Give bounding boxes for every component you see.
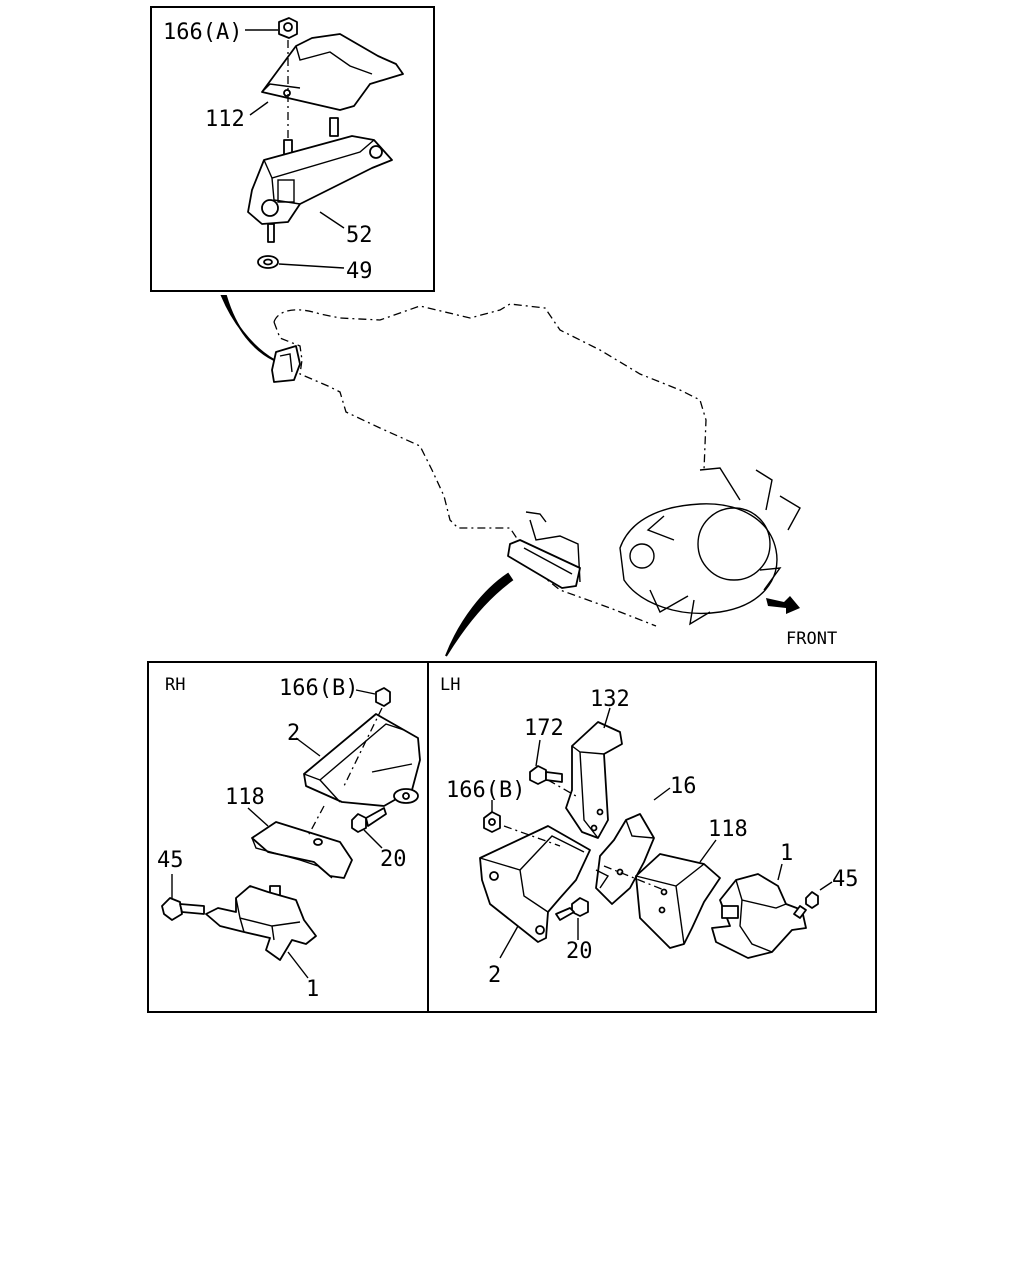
- top-inset-pointer-arc: [220, 295, 275, 361]
- callout-20-lh: 20: [566, 939, 593, 964]
- callout-52: 52: [346, 223, 373, 248]
- front-arrow-icon: [766, 596, 800, 614]
- callout-172: 172: [524, 716, 564, 741]
- callout-1-lh: 1: [780, 841, 793, 866]
- heat-shield-112-icon: [261, 33, 404, 111]
- bracket-2-lh-icon: [479, 825, 591, 943]
- callout-166a: 166(A): [163, 20, 242, 45]
- nut-166b-lh-icon: [483, 811, 501, 833]
- callout-118-rh: 118: [225, 785, 265, 810]
- engine-mount-52-icon: [247, 117, 393, 243]
- callout-2-lh: 2: [488, 963, 501, 988]
- lower-panels: RH 166(B) 2: [147, 661, 877, 1013]
- engine-outline: FRONT: [271, 303, 837, 649]
- lh-panel: LH 132 172 166: [440, 675, 859, 988]
- engine-mount-1-rh-icon: [205, 885, 317, 961]
- bolt-20-rh-icon: [351, 807, 387, 833]
- callout-2-rh: 2: [287, 721, 300, 746]
- rh-panel: RH 166(B) 2: [157, 675, 421, 1002]
- plate-16-icon: [595, 813, 655, 905]
- bolt-172-icon: [529, 765, 563, 785]
- callout-166b-rh: 166(B): [279, 676, 358, 701]
- front-label: FRONT: [786, 629, 837, 649]
- callout-49: 49: [346, 259, 373, 284]
- callout-45-rh: 45: [157, 848, 184, 873]
- lh-side-label: LH: [440, 675, 460, 695]
- heat-shield-118-rh-icon: [251, 821, 353, 879]
- engine-front-bracket-icon: [507, 511, 581, 589]
- cooling-fan-icon: [619, 467, 801, 626]
- callout-166b-lh: 166(B): [446, 778, 525, 803]
- callout-112: 112: [205, 107, 245, 132]
- lower-panel-pointer-arc: [445, 572, 514, 657]
- bolt-20-lh-icon: [555, 897, 589, 921]
- callout-16: 16: [670, 774, 697, 799]
- top-inset: 166(A) 112 52 4: [150, 6, 435, 292]
- callout-45-lh: 45: [832, 867, 859, 892]
- engine-mount-1-lh-icon: [711, 873, 807, 959]
- bolt-45-lh-icon: [793, 891, 819, 919]
- heat-shield-118-lh-icon: [635, 853, 721, 949]
- rh-side-label: RH: [165, 675, 185, 695]
- callout-118-lh: 118: [708, 817, 748, 842]
- lower-panels-frame: [147, 661, 877, 1013]
- bracket-2-rh-icon: [303, 713, 421, 807]
- bracket-132-icon: [565, 721, 623, 839]
- bolt-45-rh-icon: [161, 897, 205, 921]
- callout-132: 132: [590, 687, 630, 712]
- nut-166a-icon: [278, 17, 298, 39]
- top-inset-frame: [150, 6, 435, 292]
- nut-49-icon: [257, 255, 279, 269]
- callout-20-rh: 20: [380, 847, 407, 872]
- nut-166b-rh-icon: [375, 687, 391, 707]
- engine-rear-mount-icon: [271, 345, 301, 383]
- callout-1-rh: 1: [306, 977, 319, 1002]
